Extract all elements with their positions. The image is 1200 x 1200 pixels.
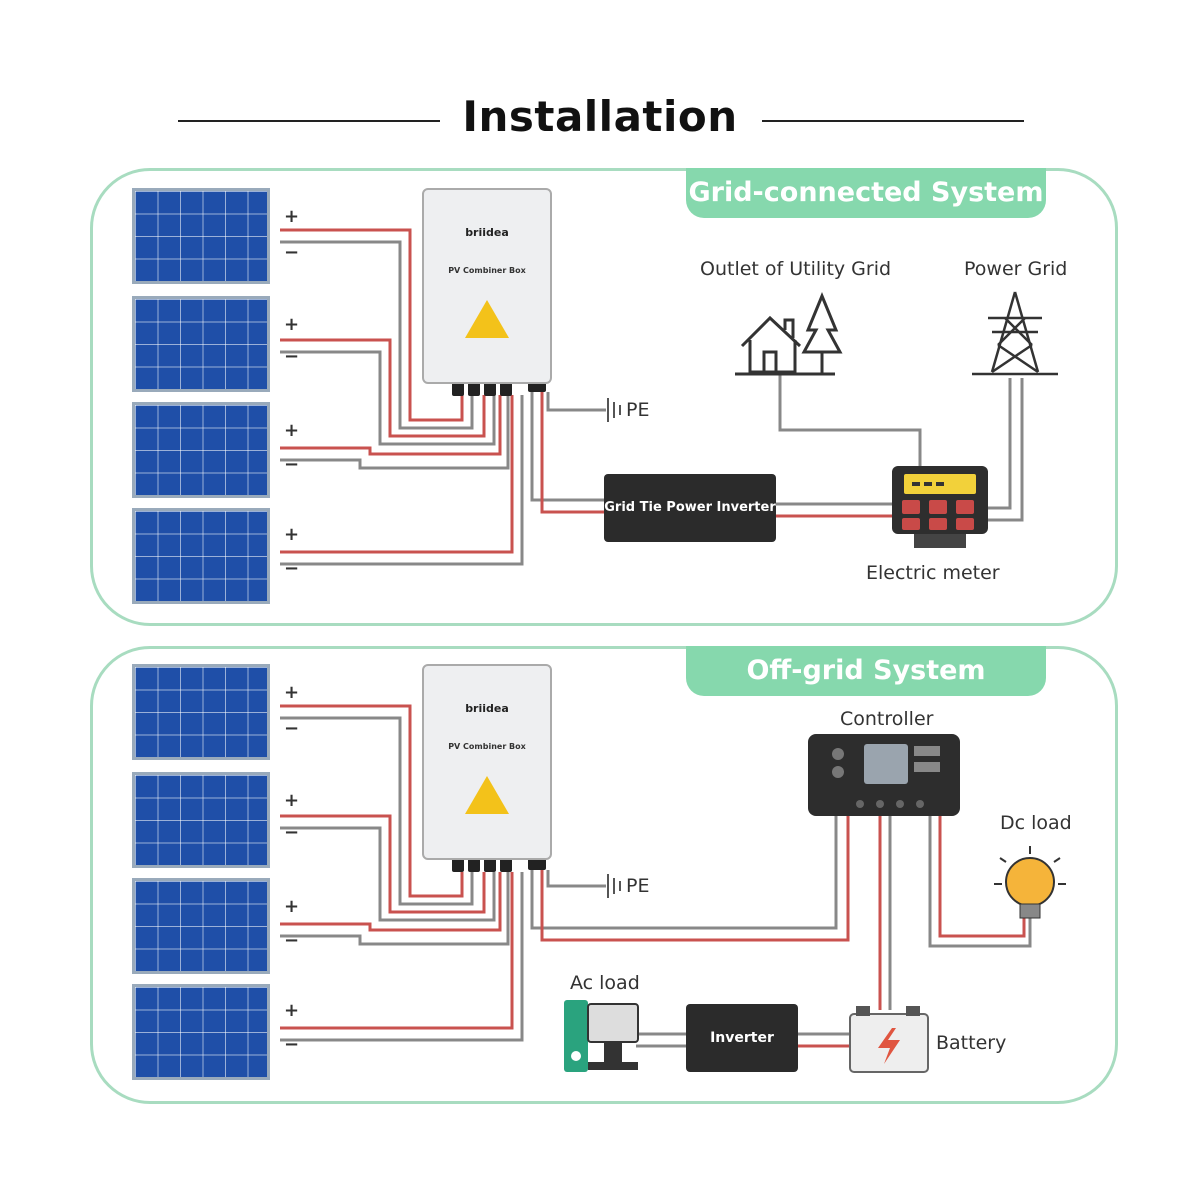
controller-label: Controller — [840, 708, 934, 730]
battery-label: Battery — [936, 1032, 1007, 1054]
minus-label: − — [284, 558, 300, 579]
solar-panel — [132, 188, 270, 284]
minus-label: − — [284, 930, 300, 951]
minus-label: − — [284, 822, 300, 843]
solar-panel — [132, 772, 270, 868]
brand-logo: briidea — [465, 702, 509, 715]
ac-load-label: Ac load — [570, 972, 640, 994]
off-grid-tag: Off-grid System — [686, 646, 1046, 696]
minus-label: − — [284, 346, 300, 367]
hazard-icon — [465, 776, 509, 814]
solar-panel — [132, 984, 270, 1080]
minus-label: − — [284, 454, 300, 475]
plus-label: + — [284, 682, 300, 703]
pe-label: PE — [626, 399, 650, 421]
combiner-box-label: PV Combiner Box — [448, 742, 526, 751]
power-grid-label: Power Grid — [964, 258, 1068, 280]
solar-panel — [132, 402, 270, 498]
meter-label: Electric meter — [866, 562, 1000, 584]
solar-panel — [132, 664, 270, 760]
minus-label: − — [284, 718, 300, 739]
plus-label: + — [284, 1000, 300, 1021]
plus-label: + — [284, 896, 300, 917]
combiner-box: briidea PV Combiner Box — [422, 188, 552, 384]
minus-label: − — [284, 1034, 300, 1055]
solar-panel — [132, 296, 270, 392]
plus-label: + — [284, 420, 300, 441]
solar-panel — [132, 878, 270, 974]
pe-label: PE — [626, 875, 650, 897]
plus-label: + — [284, 524, 300, 545]
title-rule-right — [762, 120, 1024, 122]
plus-label: + — [284, 206, 300, 227]
brand-logo: briidea — [465, 226, 509, 239]
title-rule-left — [178, 120, 440, 122]
solar-panel — [132, 508, 270, 604]
minus-label: − — [284, 242, 300, 263]
page-title: Installation — [462, 92, 738, 141]
outlet-label: Outlet of Utility Grid — [700, 258, 892, 280]
combiner-box: briidea PV Combiner Box — [422, 664, 552, 860]
plus-label: + — [284, 790, 300, 811]
hazard-icon — [465, 300, 509, 338]
combiner-box-label: PV Combiner Box — [448, 266, 526, 275]
grid-tie-inverter: Grid Tie Power Inverter — [604, 474, 776, 542]
inverter: Inverter — [686, 1004, 798, 1072]
dc-load-label: Dc load — [1000, 812, 1072, 834]
plus-label: + — [284, 314, 300, 335]
grid-connected-tag: Grid-connected System — [686, 168, 1046, 218]
